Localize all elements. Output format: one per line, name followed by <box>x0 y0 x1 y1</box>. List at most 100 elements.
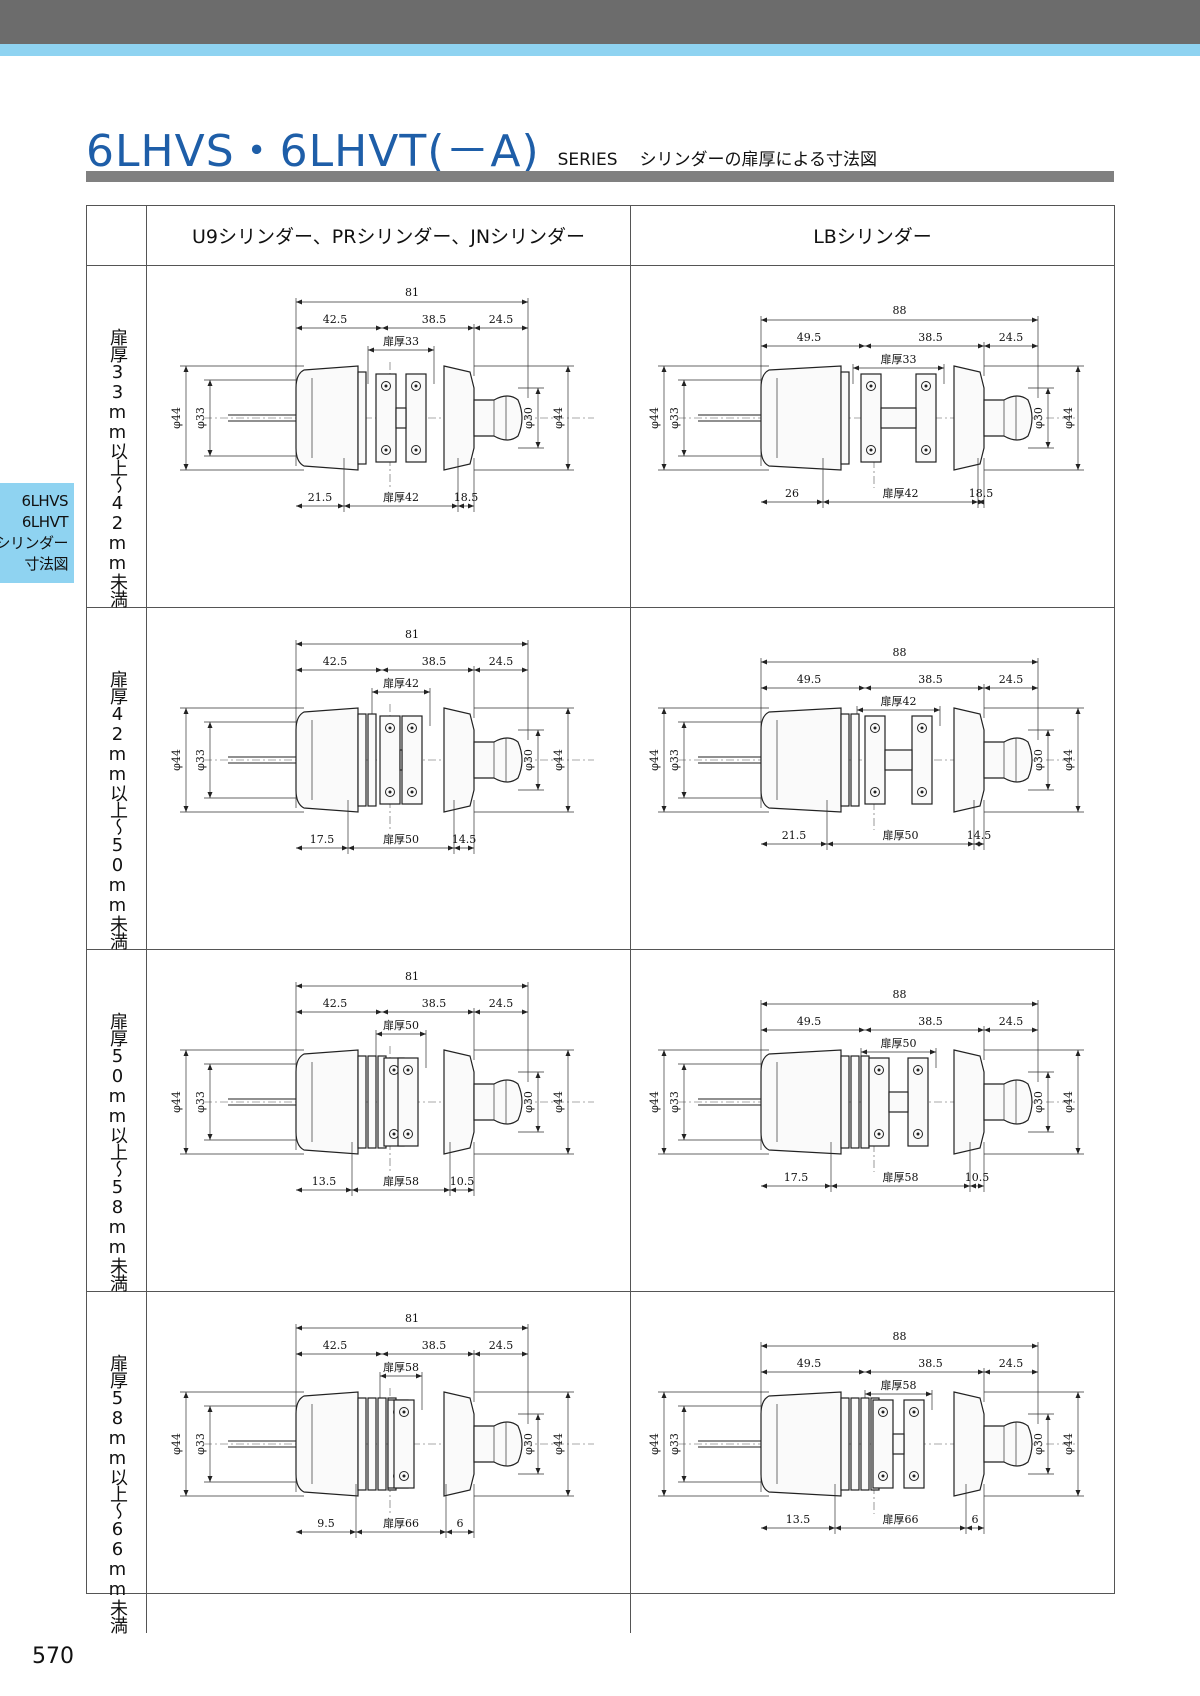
arrow-head <box>864 343 871 349</box>
arrow-head <box>467 845 474 851</box>
dim-knob-label: 24.5 <box>998 673 1023 686</box>
arrow-head <box>449 1187 456 1193</box>
arrow-head <box>343 503 350 509</box>
arrow-head <box>381 1009 388 1015</box>
arrow-head <box>1045 1414 1050 1420</box>
arrow-head <box>207 1064 212 1070</box>
screw-head <box>912 1065 923 1075</box>
arrow-head <box>858 1369 865 1375</box>
arrow-head <box>565 1050 570 1056</box>
row-label-text: 扉厚42mm以上〜50mm未満 <box>106 670 128 949</box>
dim-inner-diameter-label: φ33 <box>668 1091 681 1113</box>
dim-door-label: 扉厚42 <box>383 677 419 690</box>
spacer-ring <box>356 713 367 807</box>
dimension-table: U9シリンダー、PRシリンダー、JNシリンダー LBシリンダー 扉厚33mm以上… <box>86 205 1115 1633</box>
inside-rose-body <box>442 365 475 471</box>
screw-center <box>916 1068 919 1072</box>
spacer-ring <box>839 713 850 807</box>
dim-bottom-door-label: 扉厚58 <box>882 1171 918 1184</box>
cylinder-rose-body <box>294 707 359 813</box>
arrow-head <box>1045 1126 1050 1132</box>
arrow-head <box>467 1009 474 1015</box>
connecting-spindle <box>394 407 407 429</box>
arrow-head <box>760 343 767 349</box>
dim-outer-diameter-label: φ44 <box>170 407 183 429</box>
dim-knob-label: 24.5 <box>488 313 513 326</box>
arrow-head <box>295 1187 302 1193</box>
inside-rose-body <box>952 707 985 813</box>
dim-bottom-door-label: 扉厚42 <box>383 491 419 504</box>
arrow-head <box>967 841 974 847</box>
side-index-tab: 6LHVS 6LHVT シリンダー 寸法図 <box>0 483 74 583</box>
arrow-head <box>858 1027 865 1033</box>
arrow-head <box>1075 708 1080 714</box>
arrow-head <box>1045 1072 1050 1078</box>
arrow-head <box>1045 784 1050 790</box>
connecting-spindle <box>398 749 403 771</box>
arrow-head <box>451 503 458 509</box>
screw-head <box>865 445 876 455</box>
inside-rose-body <box>442 707 475 813</box>
dim-bottom-right-label: 6 <box>971 1513 978 1526</box>
arrow-head <box>381 1351 388 1357</box>
dim-knob-diameter-label: φ30 <box>522 407 535 429</box>
arrow-head <box>864 1027 871 1033</box>
arrow-head <box>661 366 666 372</box>
dim-inner-diameter-label: φ33 <box>194 407 207 429</box>
dim-right-label: 38.5 <box>421 1339 446 1352</box>
arrow-head <box>822 499 829 505</box>
arrow-head <box>375 1031 382 1037</box>
dim-knob-outer-diameter-label: φ44 <box>1062 1433 1075 1455</box>
arrow-head <box>565 366 570 372</box>
screw-center <box>869 384 872 388</box>
dim-door-label: 扉厚33 <box>880 353 916 366</box>
arrow-head <box>852 365 859 371</box>
dim-inner-diameter-label: φ33 <box>194 1091 207 1113</box>
dim-knob-diameter-label: φ30 <box>1032 749 1045 771</box>
spacer-ring <box>356 1055 367 1149</box>
arrow-head <box>760 1001 767 1007</box>
page-title: 6LHVS・6LHVT(－A) <box>86 126 540 177</box>
arrow-head <box>473 325 480 331</box>
row-label: 扉厚33mm以上〜42mm未満 <box>87 266 147 608</box>
arrow-head <box>565 464 570 470</box>
arrow-head <box>535 1414 540 1420</box>
arrow-head <box>207 722 212 728</box>
screw-head <box>908 1471 919 1481</box>
screw-center <box>873 726 876 730</box>
arrow-head <box>521 325 528 331</box>
arrow-head <box>467 503 474 509</box>
screw-head <box>402 1129 413 1139</box>
screw-head <box>916 787 927 797</box>
arrow-head <box>681 450 686 456</box>
arrow-head <box>535 1468 540 1474</box>
dim-knob-outer-diameter-label: φ44 <box>552 407 565 429</box>
arrow-head <box>467 1351 474 1357</box>
title-subtitle: シリンダーの扉厚による寸法図 <box>639 150 878 170</box>
arrow-head <box>183 366 188 372</box>
thumb-turn-knob <box>472 1421 523 1467</box>
dim-bottom-door-label: 扉厚50 <box>383 833 419 846</box>
arrow-head <box>535 784 540 790</box>
arrow-head <box>183 1148 188 1154</box>
screw-head <box>406 723 417 733</box>
arrow-head <box>375 1009 382 1015</box>
side-tab-line: 6LHVT <box>21 513 69 531</box>
arrow-head <box>207 450 212 456</box>
arrow-head <box>977 1183 984 1189</box>
arrow-head <box>535 1126 540 1132</box>
arrow-head <box>295 845 302 851</box>
row-label-text: 扉厚50mm以上〜58mm未満 <box>106 1012 128 1291</box>
dim-knob-label: 24.5 <box>998 1015 1023 1028</box>
arrow-head <box>864 1369 871 1375</box>
dim-overall-label: 88 <box>892 304 906 317</box>
arrow-head <box>858 343 865 349</box>
arrow-head <box>1031 1343 1038 1349</box>
arrow-head <box>760 659 767 665</box>
arrow-head <box>937 365 944 371</box>
arrow-head <box>443 1187 450 1193</box>
thumb-turn-knob <box>472 395 523 441</box>
screw-center <box>877 1068 880 1072</box>
